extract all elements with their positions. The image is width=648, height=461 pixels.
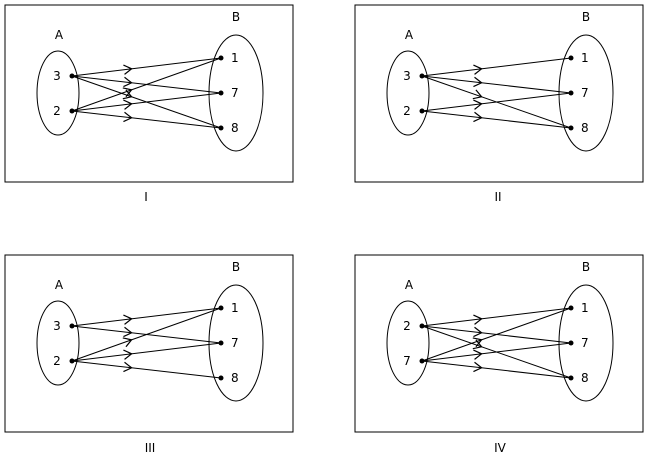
set-b-element: 8 <box>231 371 239 385</box>
mapping-arrow-3-to-7 <box>421 75 572 94</box>
mapping-arrow-2-to-1 <box>421 307 572 327</box>
set-b-point <box>218 125 224 131</box>
set-b-element: 7 <box>581 86 589 100</box>
mapping-arrow-2-to-7 <box>71 342 222 362</box>
mapping-arrow-7-to-7 <box>421 342 572 362</box>
set-a-point <box>419 73 425 79</box>
set-a-label: A <box>55 278 64 292</box>
mapping-arrow-3-to-1 <box>421 57 572 77</box>
mapping-arrow-2-to-7 <box>71 92 222 112</box>
set-b-element: 1 <box>581 301 589 315</box>
set-b-oval <box>558 284 614 402</box>
set-a-element: 3 <box>53 319 61 333</box>
set-b-point <box>218 375 224 381</box>
set-a-element: 3 <box>403 69 411 83</box>
mapping-arrow-3-to-1 <box>71 57 222 77</box>
set-b-element: 7 <box>231 336 239 350</box>
diagram-frame <box>354 254 644 433</box>
set-b-point <box>568 340 574 346</box>
mapping-arrow-2-to-8 <box>71 110 222 129</box>
set-b-element: 1 <box>231 301 239 315</box>
set-b-element: 7 <box>231 86 239 100</box>
set-b-element: 8 <box>231 121 239 135</box>
relation-diagram-4: A B 2 7 1 7 8 <box>354 254 644 433</box>
set-b-point <box>568 90 574 96</box>
mapping-arrow-7-to-1 <box>421 307 572 362</box>
set-a-label: A <box>405 278 414 292</box>
set-a-label: A <box>55 28 64 42</box>
diagram-frame <box>4 4 294 183</box>
relation-diagram-2: A B 3 2 1 7 8 <box>354 4 644 183</box>
set-b-label: B <box>232 10 240 24</box>
diagram-caption: II <box>494 190 501 204</box>
set-a-oval <box>386 50 430 136</box>
mapping-arrow-3-to-7 <box>71 325 222 344</box>
set-b-point <box>218 340 224 346</box>
set-b-point <box>218 305 224 311</box>
set-b-label: B <box>582 260 590 274</box>
set-b-oval <box>558 34 614 152</box>
mapping-arrow-7-to-8 <box>421 360 572 379</box>
set-b-oval <box>208 284 264 402</box>
mapping-arrow-2-to-7 <box>421 92 572 112</box>
set-b-point <box>568 55 574 61</box>
set-b-point <box>218 55 224 61</box>
mapping-arrow-3-to-1 <box>71 307 222 327</box>
set-b-element: 7 <box>581 336 589 350</box>
set-a-label: A <box>405 28 414 42</box>
set-b-label: B <box>232 260 240 274</box>
set-a-point <box>69 358 75 364</box>
set-a-element: 2 <box>403 319 411 333</box>
diagram-caption: IV <box>494 441 507 455</box>
set-a-point <box>419 108 425 114</box>
diagram-caption: III <box>145 441 156 455</box>
set-a-point <box>69 73 75 79</box>
set-b-point <box>568 305 574 311</box>
set-a-oval <box>36 300 80 386</box>
set-a-element: 2 <box>53 354 61 368</box>
mapping-arrow-2-to-1 <box>71 57 222 112</box>
set-a-oval <box>386 300 430 386</box>
set-a-point <box>419 358 425 364</box>
set-a-element: 3 <box>53 69 61 83</box>
set-a-point <box>69 323 75 329</box>
set-b-element: 8 <box>581 371 589 385</box>
diagram-frame <box>4 254 294 433</box>
set-a-element: 2 <box>53 104 61 118</box>
relation-diagram-1: A B 3 2 1 7 8 <box>4 4 294 183</box>
set-b-label: B <box>582 10 590 24</box>
set-b-oval <box>208 34 264 152</box>
set-a-oval <box>36 50 80 136</box>
diagram-caption: I <box>144 190 148 204</box>
set-a-element: 7 <box>403 354 411 368</box>
mapping-arrow-2-to-8 <box>71 360 222 379</box>
set-a-element: 2 <box>403 104 411 118</box>
set-b-element: 8 <box>581 121 589 135</box>
set-b-element: 1 <box>581 51 589 65</box>
set-b-point <box>218 90 224 96</box>
set-a-point <box>69 108 75 114</box>
mapping-arrow-2-to-8 <box>421 110 572 129</box>
relation-diagram-3: A B 3 2 1 7 8 <box>4 254 294 433</box>
set-b-element: 1 <box>231 51 239 65</box>
set-a-point <box>419 323 425 329</box>
set-b-point <box>568 125 574 131</box>
diagram-frame <box>354 4 644 183</box>
set-b-point <box>568 375 574 381</box>
